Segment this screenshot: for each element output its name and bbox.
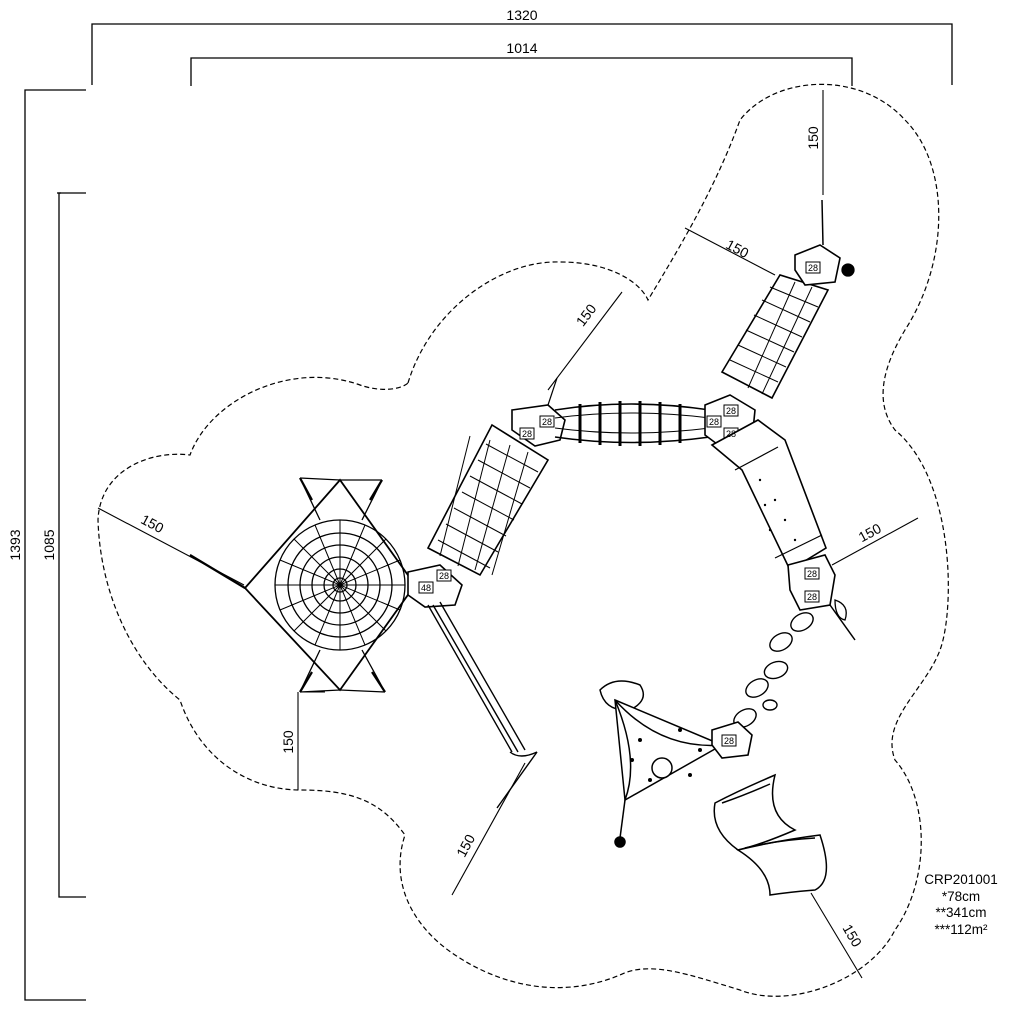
badge-lower-right-1: 28 — [807, 569, 817, 579]
product-code: CRP201001 — [924, 872, 998, 887]
badge-middle-3: 28 — [726, 429, 736, 439]
safety-area: ***112m² — [934, 921, 988, 937]
badge-triangle: 28 — [724, 736, 734, 746]
badge-top: 28 — [808, 263, 818, 273]
curved-wave-climber — [713, 773, 828, 896]
dimension-inner-depth: 1085 — [41, 529, 57, 560]
badge-left-2: 48 — [421, 583, 431, 593]
badge-upper-left-1: 28 — [542, 417, 552, 427]
tube-tunnel — [710, 419, 827, 572]
triangle-rock-climber — [599, 680, 724, 848]
badge-upper-left-2: 28 — [522, 429, 532, 439]
clearance-label-upper-bridge: 150 — [723, 236, 751, 261]
platform-left — [407, 564, 463, 608]
badge-middle-2: 28 — [709, 417, 719, 427]
free-height: *78cm — [941, 888, 981, 904]
slide — [427, 601, 538, 809]
platform-upper-left — [511, 404, 566, 447]
clearance-label-left: 150 — [138, 511, 166, 536]
badge-lower-right-2: 28 — [807, 592, 817, 602]
clearance-label-right: 150 — [856, 520, 884, 545]
dimension-inner-width: 1014 — [506, 40, 537, 56]
badge-left-1: 28 — [439, 571, 449, 581]
badge-middle-1: 28 — [726, 406, 736, 416]
equipment — [189, 199, 856, 896]
net-tunnel-left — [426, 423, 550, 577]
dimension-lines — [24, 23, 953, 1001]
clearance-label-lower-left: 150 — [280, 730, 296, 754]
clearance-label-bottom: 150 — [840, 921, 866, 949]
rope-bridge — [554, 401, 711, 446]
dimension-overall-depth: 1393 — [7, 529, 23, 560]
platform-left-marker — [418, 581, 434, 594]
clearance-label-ramp: 150 — [573, 301, 600, 329]
product-info-block: CRP201001 *78cm **341cm ***112m² — [906, 872, 1016, 938]
dimension-overall-width: 1320 — [506, 7, 537, 23]
safety-zone-outline — [97, 83, 949, 997]
stepping-stones — [733, 612, 814, 728]
anchor-posts — [189, 477, 386, 693]
total-height: **341cm — [935, 905, 987, 920]
clearance-label-top: 150 — [805, 126, 821, 150]
star-net-climber — [189, 477, 441, 693]
net-tunnel-right — [720, 274, 830, 400]
